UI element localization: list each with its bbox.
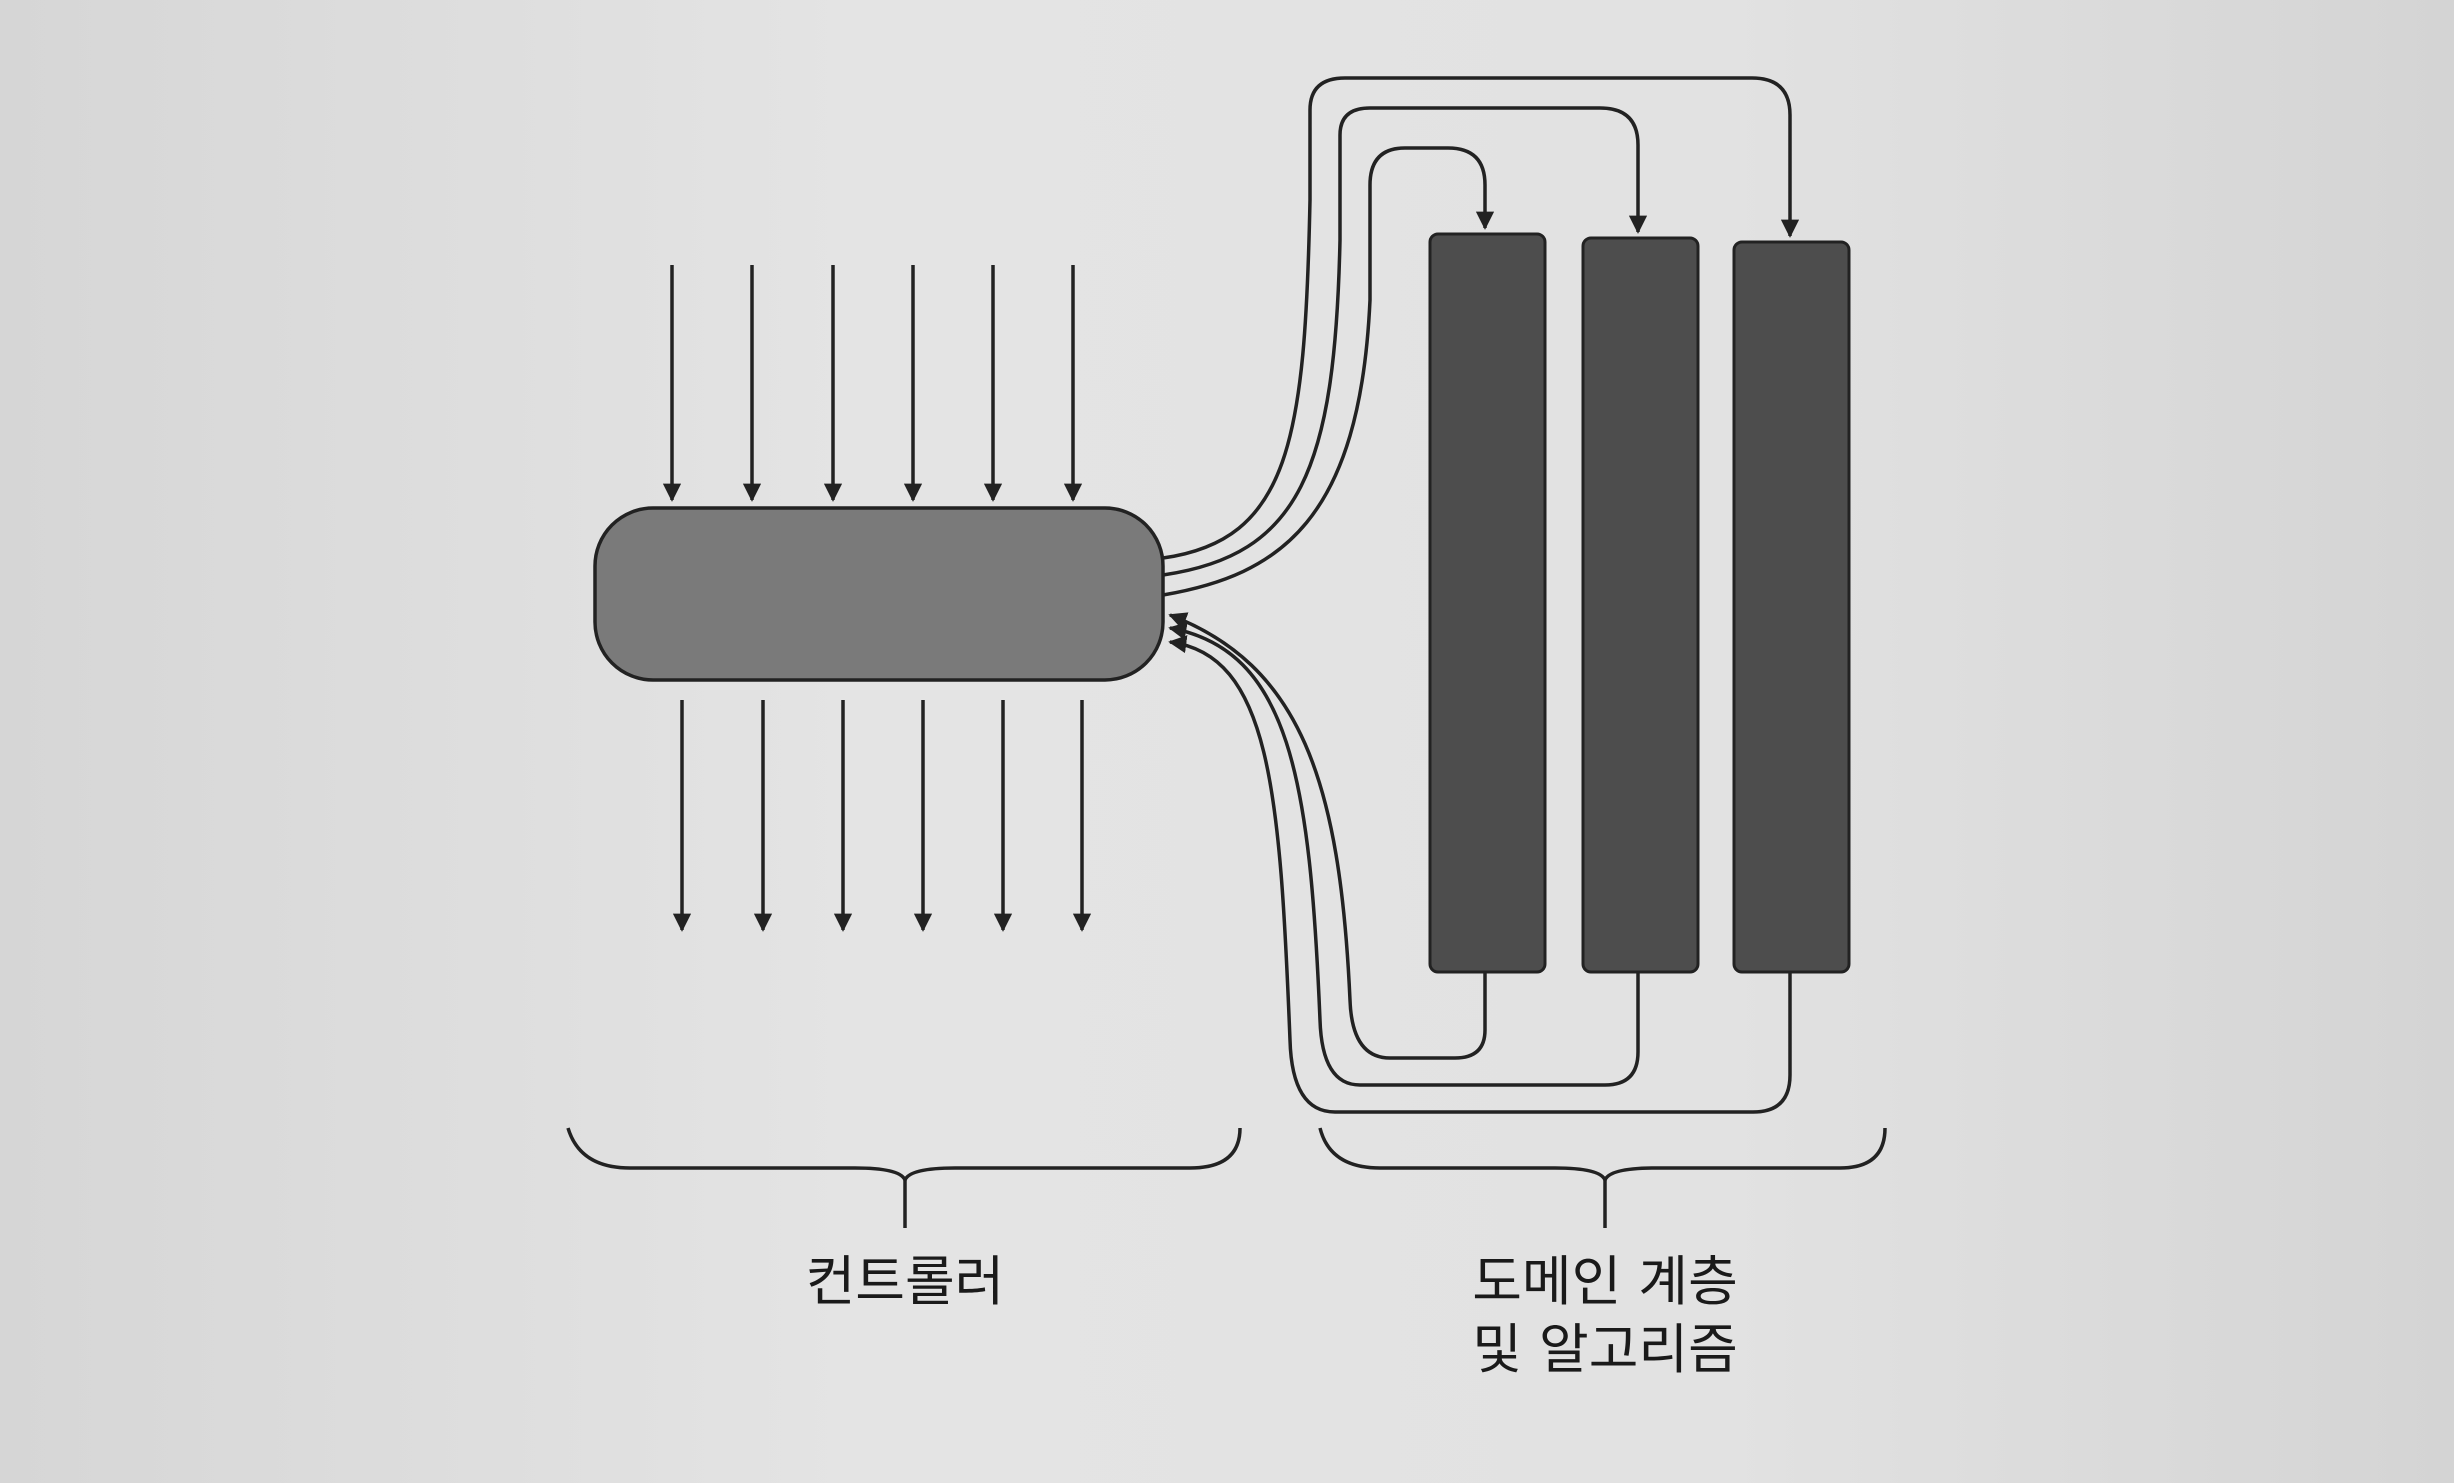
domain-column — [1428, 232, 1547, 974]
call-arrow — [1162, 146, 1495, 597]
controller-to-domain-arrows — [1162, 76, 1800, 597]
domain-column — [1732, 240, 1851, 974]
return-arrow — [1168, 622, 1640, 1087]
domain-label-line2: 및 알고리즘 — [1472, 1317, 1738, 1381]
domain-column — [1581, 236, 1700, 974]
domain-brace — [1318, 1127, 1887, 1185]
controller-box — [593, 506, 1165, 682]
return-arrow — [1168, 635, 1792, 1114]
call-arrow — [1162, 76, 1800, 560]
call-arrow — [1162, 106, 1648, 577]
domain-label: 도메인 계층 및 알고리즘 — [1405, 1248, 1805, 1383]
outgoing-arrows — [672, 700, 1092, 932]
domain-columns — [1428, 232, 1851, 974]
controller-label-text: 컨트롤러 — [805, 1250, 1005, 1313]
domain-label-line1: 도메인 계층 — [1472, 1250, 1738, 1313]
incoming-arrows — [662, 265, 1083, 502]
controller-label: 컨트롤러 — [755, 1248, 1055, 1316]
controller-brace — [566, 1127, 1242, 1185]
domain-to-controller-arrows — [1168, 612, 1792, 1114]
return-arrow — [1168, 612, 1487, 1060]
